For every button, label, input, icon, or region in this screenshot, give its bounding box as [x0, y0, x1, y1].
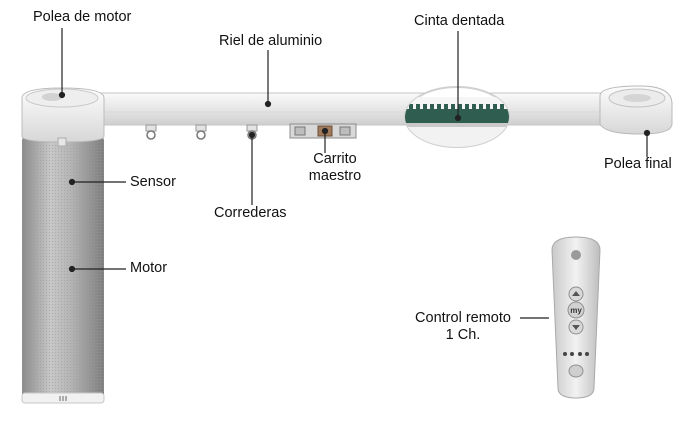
label-control-line2: 1 Ch.: [445, 327, 481, 343]
channel-led-4: [585, 352, 589, 356]
leader-dot-polea-motor: [58, 91, 66, 99]
belt-tooth: [486, 104, 490, 110]
belt-tooth: [430, 104, 434, 110]
label-riel-aluminio: Riel de aluminio: [219, 33, 323, 49]
leader-dot-motor: [68, 265, 76, 273]
channel-led-3: [578, 352, 582, 356]
channel-led-1: [563, 352, 567, 356]
motor-unit: [21, 87, 105, 404]
glider-1: [145, 124, 157, 140]
belt-tooth: [416, 104, 420, 110]
remote-control: my: [551, 236, 601, 399]
leader-dot-sensor: [68, 178, 76, 186]
belt-tooth: [465, 104, 469, 110]
label-carrito-maestro: Carrito maestro: [297, 151, 373, 185]
belt-tooth: [479, 104, 483, 110]
leader-dot-polea-final: [643, 129, 651, 137]
label-sensor: Sensor: [130, 174, 176, 190]
leader-dot-carrito: [321, 127, 329, 135]
glider-2: [195, 124, 207, 140]
label-control-remoto: Control remoto 1 Ch.: [404, 310, 522, 344]
belt-tooth: [472, 104, 476, 110]
my-button: [567, 301, 585, 319]
down-arrow-icon: [572, 325, 580, 330]
belt-tooth: [444, 104, 448, 110]
label-cinta-dentada: Cinta dentada: [414, 13, 505, 29]
label-polea-final: Polea final: [604, 156, 672, 172]
leader-dot-riel: [264, 100, 272, 108]
belt-tooth: [500, 104, 504, 110]
label-carrito-line1: Carrito: [313, 151, 357, 167]
belt-tooth: [451, 104, 455, 110]
my-button-label: my: [570, 306, 582, 315]
channel-led-2: [570, 352, 574, 356]
label-carrito-line2: maestro: [308, 168, 362, 184]
belt-tooth: [409, 104, 413, 110]
select-button: [568, 364, 584, 378]
label-polea-motor: Polea de motor: [33, 9, 132, 25]
belt-tooth: [423, 104, 427, 110]
aluminum-rail: [94, 92, 616, 126]
label-correderas: Correderas: [214, 205, 287, 221]
label-motor: Motor: [130, 260, 168, 276]
leader-dot-cinta: [454, 114, 462, 122]
toothed-belt-magnifier: [404, 86, 510, 148]
leader-dot-correderas: [248, 131, 256, 139]
label-control-line1: Control remoto: [415, 310, 511, 326]
belt-tooth: [437, 104, 441, 110]
belt-tooth: [458, 104, 462, 110]
up-arrow-icon: [572, 291, 580, 296]
end-pulley: [599, 85, 673, 135]
belt-tooth: [493, 104, 497, 110]
